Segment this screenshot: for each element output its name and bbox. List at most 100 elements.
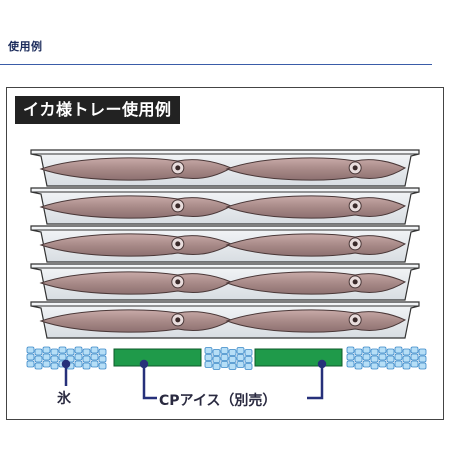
- ice-cube: [26, 360, 35, 368]
- ice-cube: [362, 360, 371, 368]
- squid: [225, 195, 407, 219]
- ice-cube: [212, 349, 221, 356]
- usage-example-panel: イカ様トレー使用例 氷 CPアイス（別売）: [6, 87, 444, 420]
- ice-cube: [58, 346, 67, 354]
- ice-cube: [66, 348, 75, 356]
- ice-cube: [228, 356, 237, 363]
- ice-cube: [394, 353, 403, 361]
- ice-cube: [98, 348, 107, 356]
- ice-cube: [354, 362, 363, 370]
- ice-cubes: [26, 346, 427, 370]
- ice-cube: [386, 362, 395, 370]
- squid: [225, 271, 407, 295]
- tray-stack: [30, 149, 420, 339]
- ice-cube: [212, 363, 221, 370]
- ice-cube: [34, 355, 43, 363]
- ice-cube: [66, 355, 75, 363]
- ice-cube: [74, 346, 83, 354]
- ice-cube: [90, 346, 99, 354]
- ice-cube: [42, 353, 51, 361]
- section-divider: [0, 64, 432, 65]
- ice-cube: [362, 346, 371, 354]
- ice-cube: [418, 362, 427, 370]
- ice-cube: [244, 356, 253, 363]
- ice-cube: [362, 353, 371, 361]
- ice-cube: [204, 347, 213, 354]
- ice-cube: [220, 361, 229, 368]
- ice-cube: [378, 360, 387, 368]
- ice-label: 氷: [57, 391, 71, 407]
- panel-title: イカ様トレー使用例: [15, 96, 180, 124]
- cp-ice-leader-line: [139, 359, 327, 400]
- ice-cube: [228, 349, 237, 356]
- ice-cube: [346, 346, 355, 354]
- ice-cube: [50, 348, 59, 356]
- ice-cube: [82, 348, 91, 356]
- ice-cube: [418, 348, 427, 356]
- ice-cube: [74, 360, 83, 368]
- ice-cube: [98, 362, 107, 370]
- ice-cube: [236, 354, 245, 361]
- ice-cube: [244, 363, 253, 370]
- ice-cube: [410, 346, 419, 354]
- ice-cube: [394, 346, 403, 354]
- ice-cube: [90, 360, 99, 368]
- squid: [225, 233, 407, 257]
- ice-cube: [410, 360, 419, 368]
- squid: [225, 157, 407, 181]
- ice-cube: [370, 362, 379, 370]
- ice-cube: [378, 353, 387, 361]
- ice-leader-line: [61, 359, 71, 386]
- cp-ice-left: [113, 348, 202, 367]
- tray: [30, 225, 420, 263]
- ice-cube: [346, 360, 355, 368]
- ice-cube: [378, 346, 387, 354]
- tray: [30, 187, 420, 225]
- squid: [39, 195, 233, 219]
- tray: [30, 301, 420, 339]
- ice-cube: [394, 360, 403, 368]
- ice-cube: [74, 353, 83, 361]
- ice-cube: [346, 353, 355, 361]
- cp-ice-label: CPアイス（別売）: [159, 393, 277, 409]
- ice-cube: [244, 349, 253, 356]
- ice-cube: [34, 362, 43, 370]
- ice-cube: [204, 361, 213, 368]
- ice-cube: [236, 347, 245, 354]
- cp-ice-right: [254, 348, 343, 367]
- ice-cube: [42, 346, 51, 354]
- ice-cube: [42, 360, 51, 368]
- ice-cube: [26, 353, 35, 361]
- ice-cube: [354, 355, 363, 363]
- ice-cube: [418, 355, 427, 363]
- ice-cube: [50, 355, 59, 363]
- ice-cube: [370, 355, 379, 363]
- tray: [30, 263, 420, 301]
- ice-cube: [220, 347, 229, 354]
- ice-cube: [236, 361, 245, 368]
- tray: [30, 149, 420, 187]
- ice-cube: [402, 355, 411, 363]
- ice-cube: [212, 356, 221, 363]
- ice-cube: [90, 353, 99, 361]
- ice-cube: [410, 353, 419, 361]
- section-title: 使用例: [8, 40, 43, 53]
- ice-cube: [354, 348, 363, 356]
- ice-cube: [386, 348, 395, 356]
- ice-cube: [82, 355, 91, 363]
- ice-cube: [402, 348, 411, 356]
- squid: [225, 309, 407, 333]
- ice-cube: [402, 362, 411, 370]
- ice-cube: [58, 353, 67, 361]
- tray-illustration: [26, 149, 427, 400]
- ice-cube: [220, 354, 229, 361]
- ice-cube: [370, 348, 379, 356]
- ice-cube: [34, 348, 43, 356]
- ice-cube: [386, 355, 395, 363]
- ice-cube: [204, 354, 213, 361]
- ice-cube: [228, 363, 237, 370]
- ice-cube: [98, 355, 107, 363]
- ice-cube: [82, 362, 91, 370]
- ice-cube: [50, 362, 59, 370]
- ice-cube: [26, 346, 35, 354]
